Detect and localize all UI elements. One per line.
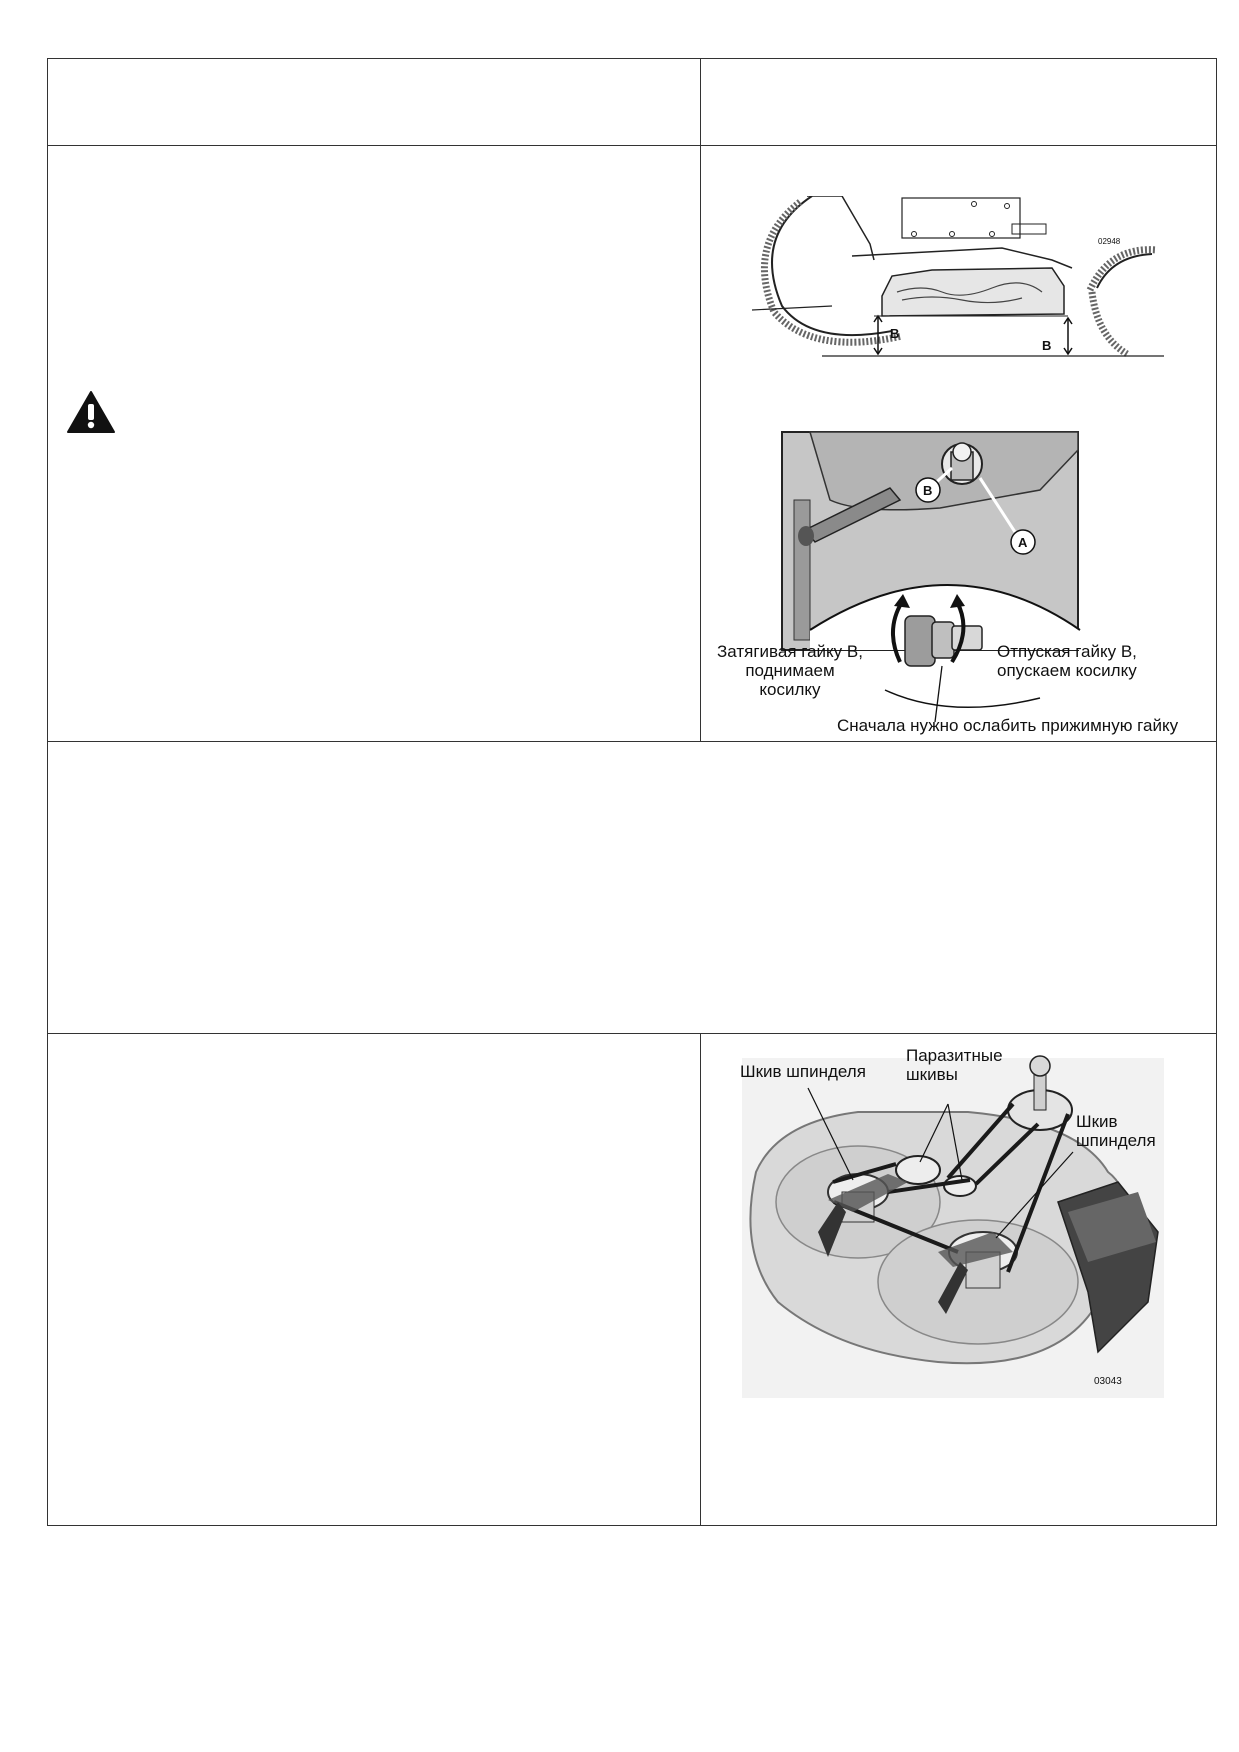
column-divider-top [700,59,701,741]
nut-adjustment-figure: B A Затягивая гайку B, поднимаем косилку… [710,430,1210,735]
mower-height-diagram: B B 02948 [751,195,1164,368]
idler-pulleys-label: Паразитные шкивы [906,1046,1003,1084]
figure-code: 02948 [1098,237,1121,246]
lock-nut-caption: Сначала нужно ослабить прижимную гайку [837,716,1179,735]
row-divider-1 [48,145,1216,146]
height-label-right: B [1042,338,1052,353]
column-divider-bottom [700,1033,701,1525]
spindle-pulley-left-label: Шкив шпинделя [740,1062,866,1081]
row-divider-2 [48,741,1216,742]
height-label-left: B [890,326,900,341]
spindle-pulley-right-label: Шкив шпинделя [1076,1112,1156,1150]
tighten-caption: Затягивая гайку B, поднимаем косилку [717,642,863,699]
figure-code: 03043 [1094,1376,1122,1387]
instruction-table [47,58,1217,1526]
row-divider-3 [48,1033,1216,1034]
callout-a: A [1018,535,1028,550]
loosen-caption: Отпуская гайку B, опускаем косилку [997,642,1137,680]
warning-icon [67,391,115,433]
deck-pulley-figure: Шкив шпинделя Паразитные шкивы Шкив шпин… [738,1046,1170,1402]
callout-b: B [923,483,933,498]
